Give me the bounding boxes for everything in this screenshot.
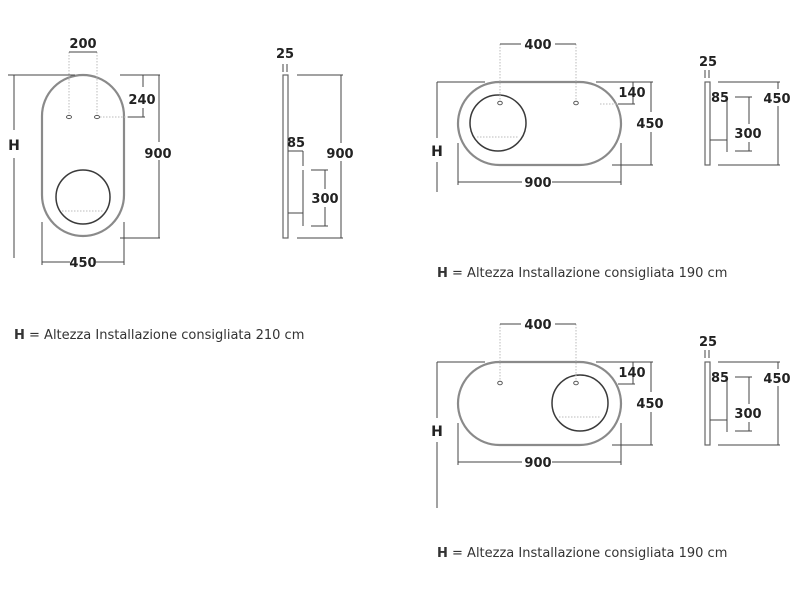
mirror-outline xyxy=(456,80,623,167)
dim-h-label: H xyxy=(431,424,443,440)
dim-thickness: 25 xyxy=(276,47,294,62)
horizontal-right-front-view: 400 H 140 450 900 xyxy=(431,318,664,508)
dim-hole-offset: 240 xyxy=(128,93,155,108)
dim-h-label: H xyxy=(8,138,20,154)
mount-hole xyxy=(66,114,72,120)
mount-hole xyxy=(497,100,503,106)
mount-hole xyxy=(573,380,579,386)
install-height-note: H = Altezza Installazione consigliata 19… xyxy=(437,266,727,281)
dim-hole-spacing: 400 xyxy=(524,38,551,53)
mirror-outline xyxy=(40,73,126,238)
dim-h-label: H xyxy=(431,144,443,160)
dim-depth: 85 xyxy=(711,371,729,386)
dim-depth: 85 xyxy=(287,136,305,151)
mount-hole xyxy=(573,100,579,106)
dim-side-height: 450 xyxy=(763,372,790,387)
dim-side-height: 900 xyxy=(326,147,353,162)
panel-profile xyxy=(704,361,711,446)
round-inset xyxy=(551,374,609,432)
horizontal-left-front-view: 400 H 140 450 900 xyxy=(431,38,664,192)
vertical-front-view: 200 H 240 900 450 xyxy=(8,37,172,271)
dim-bracket: 300 xyxy=(311,192,338,207)
dim-width: 900 xyxy=(524,456,551,471)
dim-height: 900 xyxy=(144,147,171,162)
dim-bracket: 300 xyxy=(734,127,761,142)
dim-height: 450 xyxy=(636,397,663,412)
panel-profile xyxy=(704,81,711,166)
dim-height: 450 xyxy=(636,117,663,132)
dim-hole-spacing: 200 xyxy=(69,37,96,52)
horizontal-right-side-view: 25 85 300 450 xyxy=(699,335,791,446)
install-height-note: H = Altezza Installazione consigliata 21… xyxy=(14,328,304,343)
install-height-note: H = Altezza Installazione consigliata 19… xyxy=(437,546,727,561)
panel-profile xyxy=(282,74,289,239)
dim-bracket: 300 xyxy=(734,407,761,422)
mount-hole xyxy=(94,114,100,120)
dim-hole-spacing: 400 xyxy=(524,318,551,333)
mirror-outline xyxy=(456,360,623,447)
mount-hole xyxy=(497,380,503,386)
dim-side-height: 450 xyxy=(763,92,790,107)
horizontal-left-side-view: 25 85 300 450 xyxy=(699,55,791,166)
round-inset xyxy=(469,94,527,152)
dim-width: 900 xyxy=(524,176,551,191)
dim-hole-offset: 140 xyxy=(618,366,645,381)
vertical-side-view: 25 85 300 900 xyxy=(276,47,354,239)
dim-width: 450 xyxy=(69,256,96,271)
round-inset xyxy=(55,169,111,225)
dim-thickness: 25 xyxy=(699,55,717,70)
dim-hole-offset: 140 xyxy=(618,86,645,101)
dim-depth: 85 xyxy=(711,91,729,106)
dim-thickness: 25 xyxy=(699,335,717,350)
